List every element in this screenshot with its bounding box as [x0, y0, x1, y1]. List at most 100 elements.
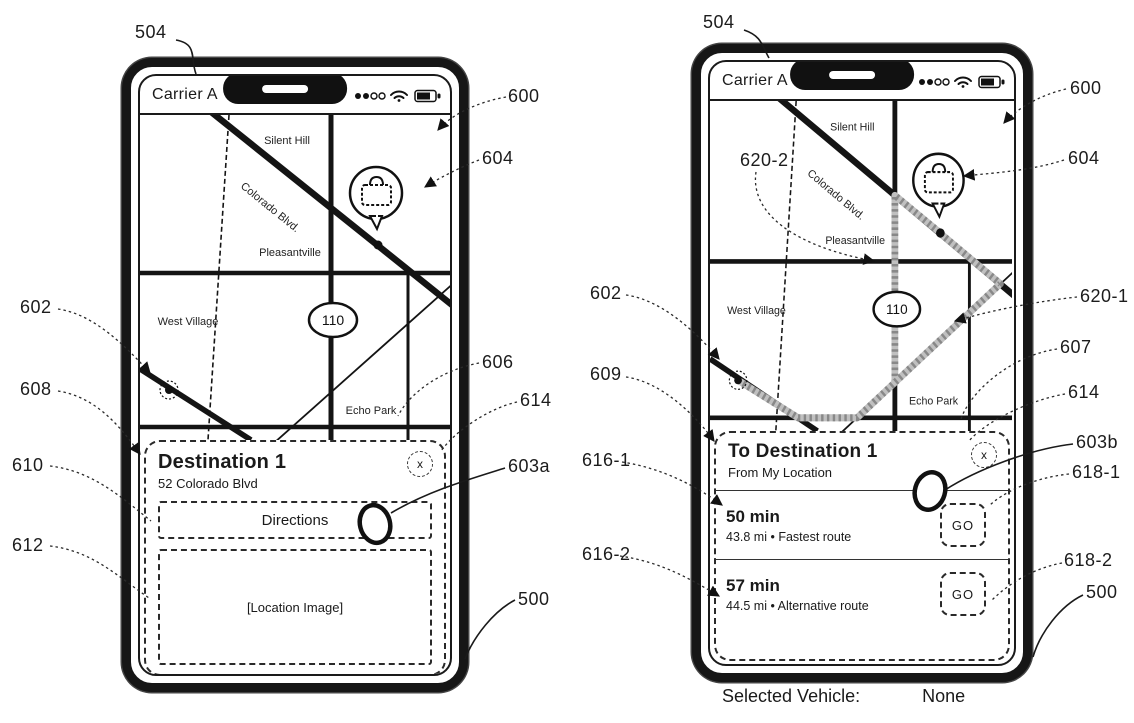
map-label-pleasantville: Pleasantville [825, 235, 885, 247]
ref-label-500-right: 500 [1086, 582, 1118, 602]
ref-label-600-left: 600 [508, 86, 540, 106]
destination-pin-briefcase[interactable] [348, 165, 404, 232]
go-button-2[interactable]: GO [940, 572, 986, 616]
highway-110-shield: 110 [872, 290, 922, 328]
ref-label-607: 607 [1060, 337, 1092, 357]
route-2-duration: 57 min [726, 575, 780, 595]
close-button[interactable]: x [407, 451, 433, 477]
route-2-details: 44.5 mi • Alternative route [726, 598, 869, 613]
leader-500-left [464, 599, 516, 660]
notch [790, 62, 915, 90]
highway-110-shield: 110 [307, 301, 359, 339]
ref-label-614-left: 614 [520, 390, 552, 410]
map-label-colorado-blvd: Colorado Blvd. [805, 167, 867, 223]
ref-label-602-left: 602 [20, 297, 52, 317]
route-option-1[interactable]: 50 min 43.8 mi • Fastest route GO [716, 493, 1008, 557]
carrier-label: Carrier A [152, 85, 218, 103]
highway-110-number: 110 [886, 301, 908, 317]
route-option-2[interactable]: 57 min 44.5 mi • Alternative route GO [716, 562, 1008, 626]
phone-screen-right: Carrier A [708, 60, 1016, 666]
destination-pin-briefcase[interactable] [912, 152, 965, 220]
ref-label-604-left: 604 [482, 148, 514, 168]
road-diagonal-thin [276, 285, 450, 440]
routes-card: To Destination 1 From My Location x 50 m… [714, 431, 1010, 661]
status-bar-left: Carrier A [140, 76, 450, 115]
route-620-2-alternative [891, 191, 943, 383]
ref-label-620-2: 620-2 [740, 150, 789, 170]
ref-label-603b: 603b [1076, 432, 1119, 452]
signal-dot-icon [934, 77, 942, 86]
road-diagonal-sw [140, 366, 253, 440]
current-location-marker [159, 380, 179, 400]
map-label-silent-hill: Silent Hill [264, 135, 310, 147]
map-svg-left: Silent Hill Colorado Blvd. Pleasantville… [140, 115, 450, 440]
directions-button[interactable]: Directions [158, 501, 432, 539]
status-icons [353, 87, 450, 103]
ref-label-616-1: 616-1 [582, 450, 631, 470]
wifi-icon [954, 76, 972, 88]
go-button-1[interactable]: GO [940, 503, 986, 547]
map-label-colorado-blvd: Colorado Blvd. [238, 180, 302, 235]
destination-address: 52 Colorado Blvd [158, 476, 258, 491]
ref-label-609: 609 [590, 364, 622, 384]
speaker-slit [262, 84, 309, 93]
ref-label-612: 612 [12, 535, 44, 555]
road-minor [207, 115, 230, 440]
destination-title: Destination 1 [158, 451, 287, 473]
divider [716, 559, 1008, 560]
route-1-duration: 50 min [726, 506, 780, 526]
road-colorado-blvd [209, 115, 450, 308]
signal-dot-icon [363, 92, 369, 99]
destination-dot [936, 228, 945, 238]
routes-card-subtitle: From My Location [728, 465, 833, 480]
ref-label-602-right: 602 [590, 283, 622, 303]
phone-screen-left: Carrier A [138, 74, 452, 676]
close-button[interactable]: x [971, 442, 997, 468]
selected-vehicle-row: Selected Vehicle: None [722, 686, 965, 707]
ref-label-618-2: 618-2 [1064, 550, 1113, 570]
map-label-echo-park: Echo Park [909, 395, 959, 407]
map-label-west-village: West Village [727, 305, 786, 317]
signal-dot-icon [378, 91, 386, 100]
status-icons [917, 73, 1014, 89]
speaker-slit [829, 70, 876, 79]
ref-label-504-right: 504 [703, 12, 735, 32]
signal-dot-icon [355, 92, 361, 99]
phone-device-left: Carrier A [122, 58, 468, 692]
signal-dot-icon [370, 91, 378, 100]
carrier-label: Carrier A [722, 71, 788, 89]
ref-label-614-right: 614 [1068, 382, 1100, 402]
ref-label-606: 606 [482, 352, 514, 372]
status-icons-svg [355, 89, 441, 102]
location-image-placeholder: [Location Image] [158, 549, 432, 665]
ref-label-616-2: 616-2 [582, 544, 631, 564]
map-view-left[interactable]: Silent Hill Colorado Blvd. Pleasantville… [140, 115, 450, 440]
battery-icon [414, 89, 441, 102]
destination-dot [373, 240, 383, 250]
ref-label-620-1: 620-1 [1080, 286, 1129, 306]
signal-dot-icon [942, 77, 950, 86]
road-minor [775, 101, 797, 431]
route-620-1-fastest [736, 232, 1004, 422]
divider [716, 490, 1008, 491]
ref-label-500-left: 500 [518, 589, 550, 609]
phone-device-right: Carrier A [692, 44, 1032, 682]
map-label-echo-park: Echo Park [346, 405, 397, 417]
destination-card: Destination 1 52 Colorado Blvd x Directi… [144, 440, 446, 674]
status-icons-svg [919, 75, 1005, 88]
selected-vehicle-value: None [922, 686, 966, 706]
ref-label-603a: 603a [508, 456, 551, 476]
road-colorado-blvd [777, 101, 1012, 299]
leader-500-right [1032, 594, 1084, 658]
map-label-silent-hill: Silent Hill [830, 121, 874, 133]
ref-label-504-left: 504 [135, 22, 167, 42]
wifi-icon [390, 90, 408, 102]
route-1-details: 43.8 mi • Fastest route [726, 529, 852, 544]
current-location-marker [728, 370, 748, 390]
highway-110-number: 110 [322, 312, 345, 328]
battery-icon [978, 75, 1005, 88]
ref-label-600-right: 600 [1070, 78, 1102, 98]
ref-label-604-right: 604 [1068, 148, 1100, 168]
signal-dot-icon [927, 78, 933, 85]
